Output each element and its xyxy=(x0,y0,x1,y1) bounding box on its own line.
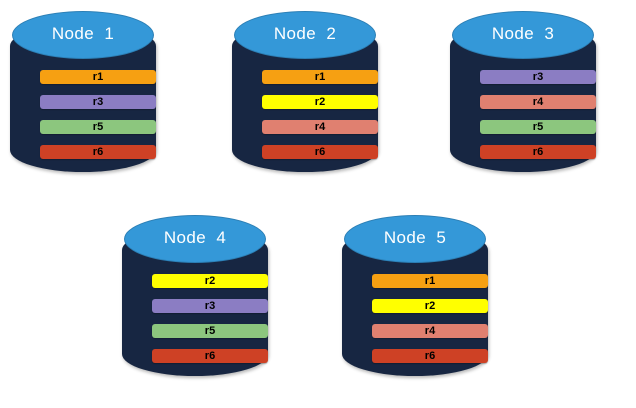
node-label: Node 5 xyxy=(383,228,447,247)
replica-bar[interactable]: r2 xyxy=(152,274,268,288)
replica-bar[interactable]: r4 xyxy=(262,120,378,134)
node-label: Node 4 xyxy=(163,228,227,247)
replica-list: r1 r2 r4 r6 xyxy=(372,274,488,363)
replica-bar[interactable]: r1 xyxy=(262,70,378,84)
replica-bar[interactable]: r5 xyxy=(40,120,156,134)
node-cylinder-5[interactable]: Node 5 r1 r2 r4 r6 xyxy=(342,212,488,392)
replica-bar[interactable]: r3 xyxy=(40,95,156,109)
replica-bar[interactable]: r4 xyxy=(372,324,488,338)
replica-bar[interactable]: r3 xyxy=(480,70,596,84)
replica-bar[interactable]: r3 xyxy=(152,299,268,313)
replica-list: r3 r4 r5 r6 xyxy=(480,70,596,159)
replica-bar[interactable]: r1 xyxy=(40,70,156,84)
node-label: Node 2 xyxy=(273,24,337,43)
node-label: Node 3 xyxy=(491,24,555,43)
replica-bar[interactable]: r5 xyxy=(152,324,268,338)
replica-bar[interactable]: r6 xyxy=(262,145,378,159)
replica-bar[interactable]: r2 xyxy=(372,299,488,313)
node-label: Node 1 xyxy=(51,24,115,43)
replica-bar[interactable]: r6 xyxy=(480,145,596,159)
replica-bar[interactable]: r6 xyxy=(372,349,488,363)
cylinder-top-ellipse xyxy=(124,215,266,263)
replica-bar[interactable]: r4 xyxy=(480,95,596,109)
replica-list: r1 r3 r5 r6 xyxy=(40,70,156,159)
replica-bar[interactable]: r6 xyxy=(40,145,156,159)
replica-bar[interactable]: r6 xyxy=(152,349,268,363)
replica-list: r1 r2 r4 r6 xyxy=(262,70,378,159)
node-cylinder-2[interactable]: Node 2 r1 r2 r4 r6 xyxy=(232,8,378,188)
replica-bar[interactable]: r5 xyxy=(480,120,596,134)
replica-bar[interactable]: r2 xyxy=(262,95,378,109)
cylinder-top-ellipse xyxy=(452,11,594,59)
node-cylinder-1[interactable]: Node 1 r1 r3 r5 r6 xyxy=(10,8,156,188)
cylinder-top-ellipse xyxy=(234,11,376,59)
cylinder-top-ellipse xyxy=(344,215,486,263)
replica-bar[interactable]: r1 xyxy=(372,274,488,288)
cylinder-top-ellipse xyxy=(12,11,154,59)
node-cylinder-3[interactable]: Node 3 r3 r4 r5 r6 xyxy=(450,8,596,188)
replica-list: r2 r3 r5 r6 xyxy=(152,274,268,363)
node-cylinder-4[interactable]: Node 4 r2 r3 r5 r6 xyxy=(122,212,268,392)
